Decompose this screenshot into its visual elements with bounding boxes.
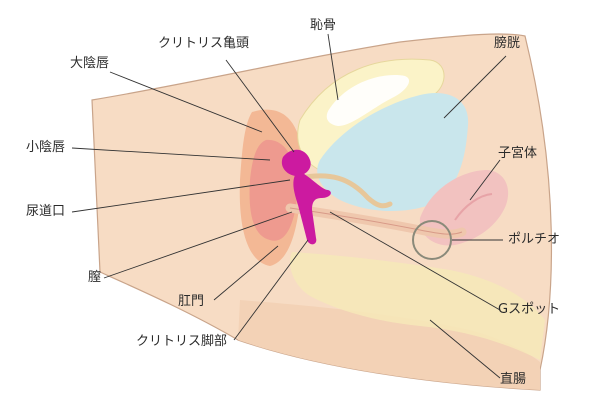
- leader-uterus: [469, 159, 501, 201]
- label-labia-majora: 大陰唇: [70, 56, 110, 71]
- label-portio: ポルチオ: [508, 232, 561, 247]
- portio-marker: [412, 220, 452, 260]
- label-labia-minora: 小陰唇: [26, 140, 66, 155]
- rectum-shape: [290, 252, 545, 360]
- leader-clitoral-glans: [225, 59, 295, 153]
- perineum-band: [238, 300, 540, 390]
- clitoris-glans-shape: [281, 149, 311, 176]
- leader-bladder: [443, 55, 507, 119]
- leader-rectum: [429, 319, 501, 379]
- leader-urethral-opening: [71, 179, 291, 213]
- bladder-shape: [317, 93, 469, 212]
- leader-labia-majora: [109, 71, 263, 133]
- label-bladder: 膀胱: [494, 36, 521, 51]
- label-uterus: 子宮体: [498, 146, 538, 161]
- label-g-spot: Gスポット: [498, 302, 561, 317]
- leader-lines: [71, 33, 507, 379]
- label-anus: 肛門: [178, 294, 205, 309]
- label-urethral-opening: 尿道口: [26, 204, 66, 219]
- clitoris-body-shape: [293, 170, 331, 245]
- leader-vagina: [103, 211, 293, 279]
- leader-labia-minora: [71, 147, 271, 161]
- label-vagina: 膣: [88, 270, 102, 285]
- label-clitoral-glans: クリトリス亀頭: [158, 36, 250, 51]
- leader-g-spot: [329, 211, 501, 311]
- leader-anus: [213, 245, 279, 301]
- urethra-tube: [297, 173, 393, 209]
- label-pubic-bone: 恥骨: [310, 18, 337, 33]
- leader-pubic-bone: [327, 33, 339, 101]
- leader-clitoral-crura: [233, 239, 309, 341]
- label-clitoral-crura: クリトリス脚部: [136, 334, 228, 349]
- label-rectum: 直腸: [500, 372, 527, 387]
- uterus-inner: [454, 193, 493, 221]
- pubic-bone-inner: [326, 75, 410, 126]
